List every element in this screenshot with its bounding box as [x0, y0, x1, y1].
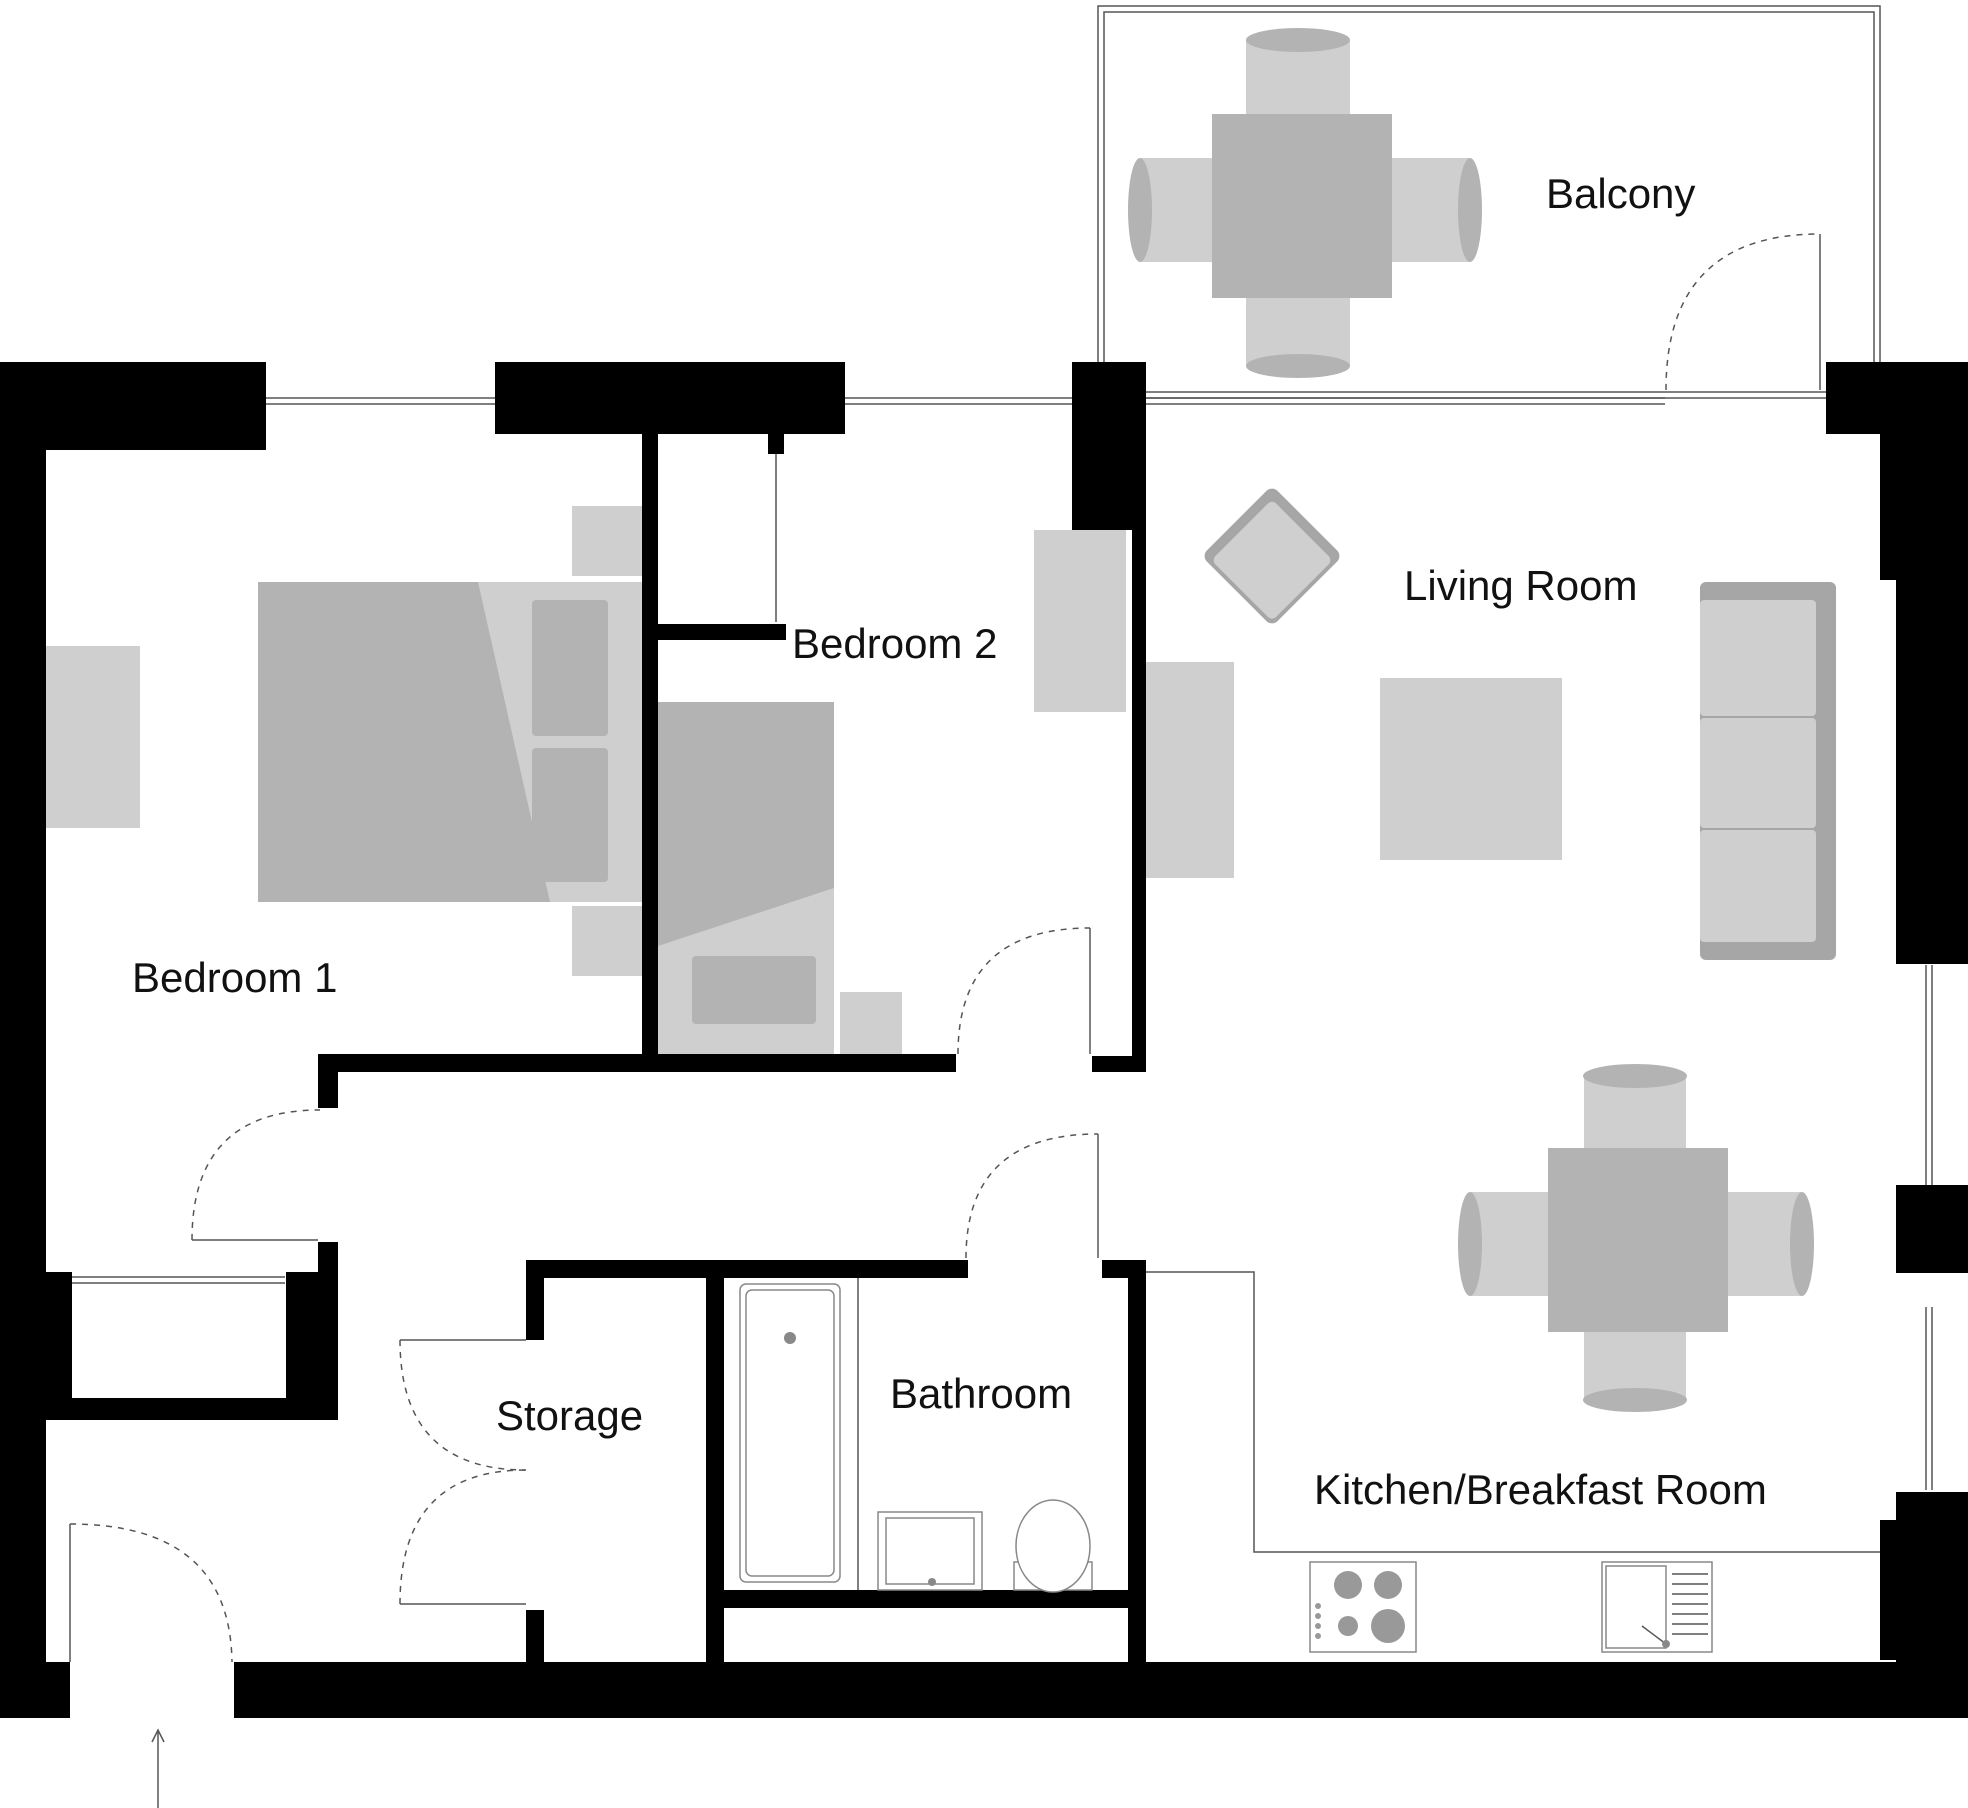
door-swing-icon — [69, 233, 1821, 1663]
room-labels: Balcony Living Room Bedroom 2 Bedroom 1 … — [132, 170, 1767, 1513]
hob-icon — [1309, 1561, 1417, 1653]
entrance-arrow-icon — [151, 1728, 165, 1808]
room-label-kitchen: Kitchen/Breakfast Room — [1314, 1466, 1767, 1513]
kitchen-counter — [1146, 1271, 1880, 1653]
room-label-living-room: Living Room — [1404, 562, 1637, 609]
dining-set-icon — [1128, 28, 1482, 378]
room-label-storage: Storage — [496, 1392, 643, 1439]
bed-icon — [658, 702, 902, 1054]
bed-icon — [46, 506, 642, 976]
bath-icon — [739, 1278, 859, 1590]
room-label-bedroom-2: Bedroom 2 — [792, 620, 997, 667]
sofa-icon — [1700, 582, 1836, 960]
room-label-balcony: Balcony — [1546, 170, 1695, 217]
room-label-bedroom-1: Bedroom 1 — [132, 954, 337, 1001]
windows — [70, 397, 1933, 1490]
sink-icon — [1601, 1561, 1713, 1653]
room-label-bathroom: Bathroom — [890, 1370, 1072, 1417]
living-room-furniture — [1034, 488, 1836, 960]
sink-icon — [877, 1511, 983, 1591]
dining-set-icon — [1458, 1064, 1814, 1412]
toilet-icon — [1013, 1499, 1093, 1593]
walls — [0, 362, 1968, 1718]
